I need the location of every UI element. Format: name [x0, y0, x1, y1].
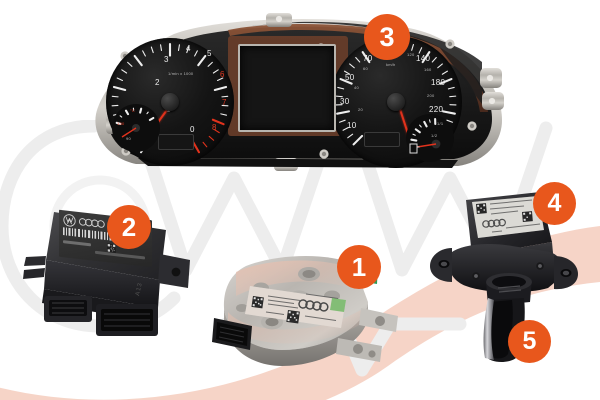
audi-rings-logo: [78, 218, 105, 228]
speed-label-220: 220: [429, 105, 444, 114]
fuel-label-full: 1/1: [437, 121, 444, 126]
fuel-label-half: 1/2: [431, 133, 438, 138]
speedometer-unit-label: km/h: [386, 62, 396, 67]
tach-label-4: 4: [186, 44, 191, 53]
speed-minor-120: 120: [407, 52, 415, 57]
fuel-pump-icon: [409, 143, 420, 154]
callout-badge-4-number: 4: [547, 189, 562, 217]
tach-label-7: 7: [222, 98, 227, 107]
callout-badge-2[interactable]: 2: [107, 205, 151, 249]
speed-minor-160: 160: [424, 67, 432, 72]
speed-label-180: 180: [431, 78, 446, 87]
fuel-gauge: 1/1 1/2: [406, 114, 454, 162]
callout-badge-5-number: 5: [522, 327, 537, 355]
speed-minor-60: 60: [363, 66, 369, 71]
comfort-control-module: A13: [18, 196, 194, 348]
speed-label-30: 30: [340, 97, 350, 106]
callout-badge-3-number: 3: [379, 21, 395, 52]
speed-minor-40: 40: [354, 85, 360, 90]
tach-label-2: 2: [155, 78, 160, 87]
coolant-temperature-gauge: °C 130 90: [112, 104, 160, 152]
callout-badge-4[interactable]: 4: [533, 182, 576, 225]
qr-code: [107, 243, 116, 254]
tach-label-5: 5: [207, 49, 212, 58]
tachometer-hub: [161, 93, 179, 111]
airbag-control-module: [206, 246, 404, 376]
tach-unit-label: 1/min x 1000: [168, 71, 194, 76]
airbag-module-label: [245, 286, 346, 328]
driver-information-display: [238, 44, 336, 132]
vw-logo: [63, 214, 76, 227]
svg-text:A13: A13: [135, 282, 144, 297]
speed-label-70: 70: [363, 54, 373, 63]
speed-minor-200: 200: [427, 93, 435, 98]
speed-label-140: 140: [416, 54, 431, 63]
speed-label-50: 50: [345, 73, 355, 82]
speed-minor-20: 20: [358, 107, 364, 112]
ignition-module-label: [472, 196, 544, 238]
tach-label-6: 6: [220, 70, 225, 79]
instrument-cluster: 0 1 2 3 4 5 6 7 8 1/min x 1000 °C 130 90: [78, 8, 518, 174]
odometer-display: [364, 132, 400, 147]
callout-badge-1[interactable]: 1: [337, 245, 381, 289]
tach-label-0: 0: [190, 125, 195, 134]
trip-display: [158, 134, 194, 150]
coolant-label-130: 130: [117, 121, 125, 126]
tach-label-3: 3: [164, 55, 169, 64]
coolant-label-90: 90: [126, 136, 132, 141]
callout-badge-5[interactable]: 5: [508, 320, 551, 363]
label-text-line-3: [95, 250, 145, 260]
callout-badge-1-number: 1: [351, 252, 367, 282]
fuel-gauge-scale: [409, 117, 441, 154]
coolant-unit-label: °C: [130, 108, 136, 113]
speed-label-10: 10: [347, 121, 357, 130]
tachometer-dial: 0 1 2 3 4 5 6 7 8 1/min x 1000 °C 130 90: [101, 33, 239, 171]
tach-label-8: 8: [212, 123, 217, 132]
callout-badge-3[interactable]: 3: [364, 14, 410, 60]
callout-badge-2-number: 2: [121, 212, 137, 242]
coolant-gauge-scale: [115, 107, 155, 138]
airbag-module-body: [212, 255, 398, 366]
speedometer-hub: [387, 93, 405, 111]
label-text-line: [63, 240, 91, 247]
